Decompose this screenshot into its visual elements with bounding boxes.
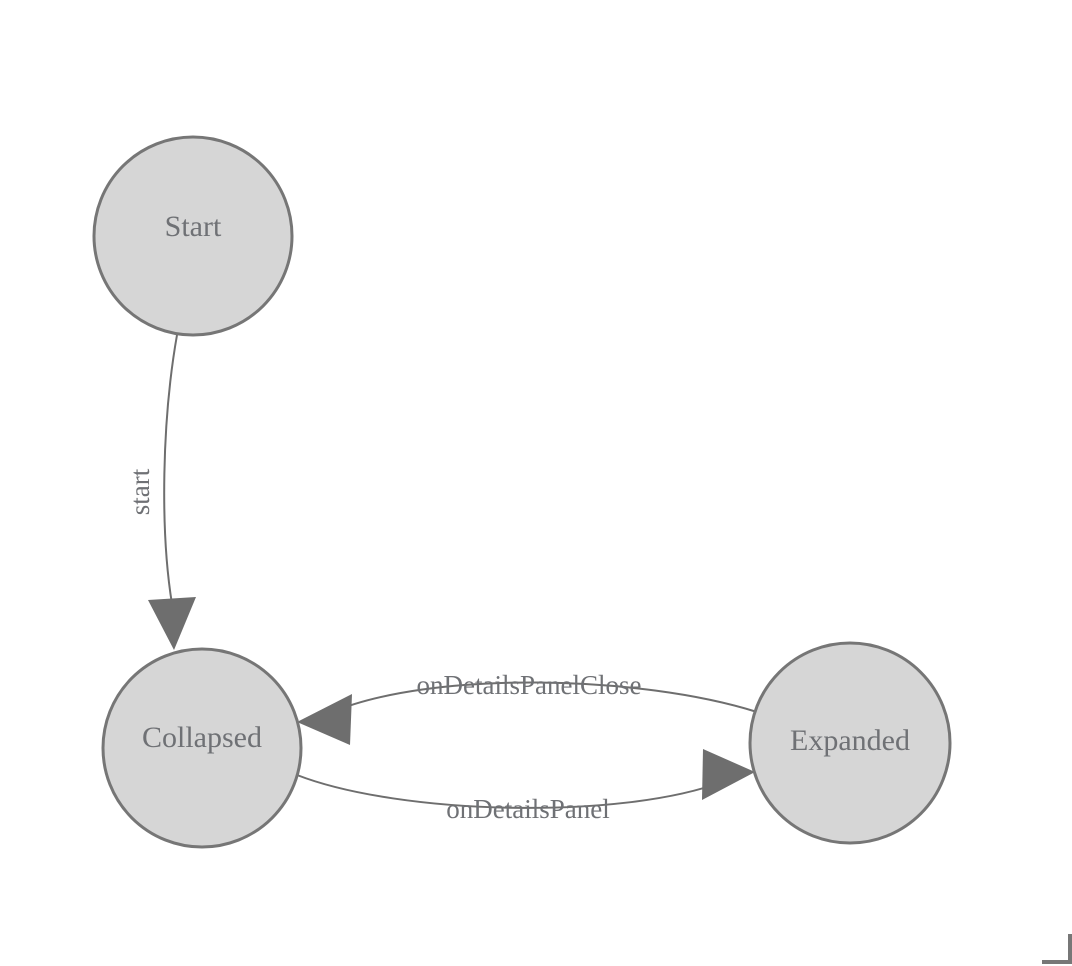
canvas-corner-resize-handle[interactable]	[1042, 934, 1072, 964]
corner-resize-icon	[1042, 934, 1072, 964]
node-collapsed[interactable]: Collapsed	[101, 647, 303, 849]
node-start-circle	[92, 135, 294, 337]
edge-start-to-collapsed-arrowhead	[148, 597, 196, 650]
edge-start-to-collapsed-line	[163, 334, 178, 605]
edge-collapsed-to-expanded-line	[296, 774, 723, 809]
node-expanded-circle	[748, 641, 952, 845]
edge-label-start: start	[125, 468, 155, 515]
edge-expanded-to-collapsed-line	[329, 681, 758, 714]
edge-label-on-details-panel: onDetailsPanel	[446, 794, 609, 824]
edge-collapsed-to-expanded[interactable]: onDetailsPanel	[296, 749, 755, 824]
node-collapsed-circle	[101, 647, 303, 849]
node-start[interactable]: Start	[92, 135, 294, 337]
node-expanded-label: Expanded	[790, 724, 910, 757]
node-collapsed-label: Collapsed	[142, 721, 262, 754]
edge-start-to-collapsed[interactable]: start	[125, 334, 196, 650]
edge-expanded-to-collapsed-arrowhead	[297, 694, 352, 745]
node-expanded[interactable]: Expanded	[748, 641, 952, 845]
edge-label-on-details-panel-close: onDetailsPanelClose	[417, 670, 642, 700]
edge-expanded-to-collapsed[interactable]: onDetailsPanelClose	[297, 670, 758, 745]
node-start-label: Start	[165, 210, 222, 243]
edge-collapsed-to-expanded-arrowhead	[702, 749, 755, 800]
